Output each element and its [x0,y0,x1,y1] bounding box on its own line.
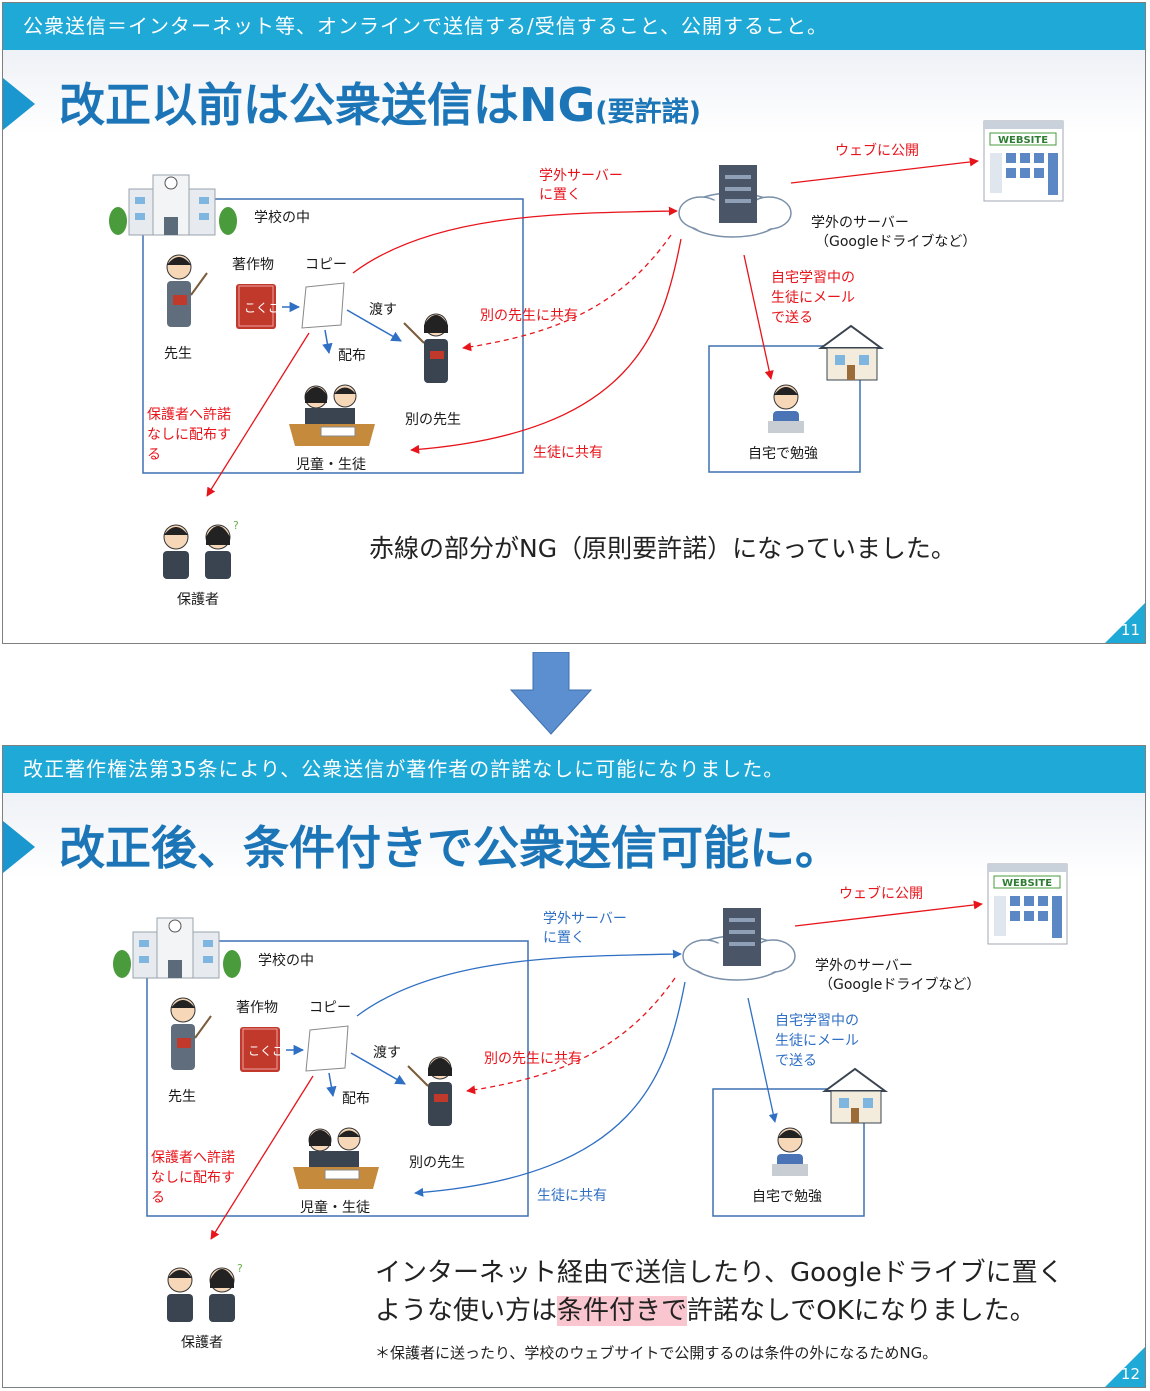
transmission-diagram: こくご ? [109,120,1064,608]
svg-text:?: ? [233,519,239,532]
parents-distribute-label-1: 保護者へ許諾 [151,1150,235,1166]
school-inside-label: 学校の中 [258,952,314,969]
slide-title: 改正後、条件付きで公衆送信可能に。 [59,821,841,875]
ng-note: 赤線の部分がNG（原則要許諾）になっていました。 [369,534,956,563]
home-frame [708,345,861,473]
slide-before-revision: 公衆送信＝インターネット等、オンラインで送信する/受信すること、公開すること。 … [2,2,1146,644]
server-place-label-1: 学外サーバー [543,911,627,927]
server-place-label-2: に置く [539,187,581,203]
title-chevron [3,821,35,873]
svg-text:こくご: こくご [248,1043,284,1058]
students-label: 児童・生徒 [296,456,366,473]
other-teacher-icon [407,1056,452,1126]
server-example-label: （Googleドライブなど） [815,233,976,250]
svg-text:こくご: こくご [244,300,280,315]
server-name-label: 学外のサーバー [815,958,913,974]
parents-label: 保護者 [177,592,219,608]
svg-text:?: ? [237,1262,243,1275]
teacher-label: 先生 [164,346,192,362]
parents-distribute-label-2: なしに配布す [147,427,231,443]
share-teacher-label: 別の先生に共有 [484,1051,582,1067]
title-band [3,50,1145,136]
ok-note: インターネット経由で送信したり、Googleドライブに置く ような使い方は条件付… [375,1254,1135,1330]
parents-icon: ? [163,519,239,579]
parents-label: 保護者 [181,1335,223,1351]
school-inside-label: 学校の中 [254,209,310,226]
definition-banner: 公衆送信＝インターネット等、オンラインで送信する/受信すること、公開すること。 [3,3,1145,50]
share-teacher-label: 別の先生に共有 [480,308,578,324]
mail-label-3: で送る [771,310,813,326]
cloud-server-icon [682,908,796,981]
distribute-label: 配布 [342,1091,370,1107]
students-icon [293,1127,379,1189]
cloud-server-icon [678,165,792,238]
title-chevron [3,78,35,130]
hand-label: 渡す [369,302,397,318]
slide-after-revision: 改正著作権法第35条により、公衆送信が著作者の許諾なしに可能になりました。 改正… [2,745,1146,1388]
distribute-label: 配布 [338,348,366,364]
title-band [3,793,1145,879]
mail-label-2: 生徒にメール [771,290,855,306]
down-arrow-icon [509,652,593,735]
parents-icon: ? [167,1262,243,1322]
mail-label-3: で送る [775,1053,817,1069]
hand-label: 渡す [373,1045,401,1061]
copy-paper-icon [301,282,345,329]
slide-title: 改正以前は公衆送信はNG(要許諾) [59,78,701,132]
home-study-label: 自宅で勉強 [752,1189,822,1205]
school-building-icon [109,174,237,236]
teacher-icon [166,254,208,327]
work-label: 著作物 [232,257,274,273]
server-name-label: 学外のサーバー [811,215,909,231]
revision-banner: 改正著作権法第35条により、公衆送信が著作者の許諾なしに可能になりました。 [3,746,1145,793]
work-label: 著作物 [236,1000,278,1016]
students-icon [289,384,375,446]
home-frame [712,1088,865,1217]
ok-note-line-1: インターネット経由で送信したり、Googleドライブに置く [375,1258,1064,1288]
svg-text:WEBSITE: WEBSITE [1002,878,1052,889]
copy-label: コピー [309,1000,351,1016]
website-icon: WEBSITE [987,863,1068,945]
transmission-diagram: こくご ? [113,863,1068,1351]
conditional-highlight: 条件付きで [557,1296,688,1326]
other-teacher-label: 別の先生 [405,412,461,428]
web-publish-label: ウェブに公開 [835,142,919,159]
other-teacher-icon [403,313,448,383]
other-teacher-label: 別の先生 [409,1155,465,1171]
home-study-label: 自宅で勉強 [748,446,818,462]
share-students-label: 生徒に共有 [537,1188,607,1204]
web-publish-label: ウェブに公開 [839,885,923,902]
parents-distribute-label-3: る [147,447,161,463]
mail-label-1: 自宅学習中の [775,1013,859,1029]
parents-distribute-label-3: る [151,1190,165,1206]
server-example-label: （Googleドライブなど） [819,976,980,993]
student-laptop-icon [772,1127,808,1176]
share-students-label: 生徒に共有 [533,445,603,461]
copy-paper-icon [305,1025,349,1072]
mail-label-1: 自宅学習中の [771,270,855,286]
server-place-label-2: に置く [543,930,585,946]
mail-label-2: 生徒にメール [775,1033,859,1049]
teacher-label: 先生 [168,1089,196,1105]
server-place-label-1: 学外サーバー [539,168,623,184]
house-icon [821,1067,889,1124]
book-icon: こくご [240,1027,284,1072]
book-icon: こくご [236,284,280,329]
copy-label: コピー [305,257,347,273]
student-laptop-icon [768,384,804,433]
ok-note-line-2: ような使い方は条件付きで許諾なしでOKになりました。 [375,1296,1036,1326]
school-building-icon [113,917,241,979]
footnote: ＊保護者に送ったり、学校のウェブサイトで公開するのは条件の外になるためNG。 [375,1344,938,1362]
teacher-icon [170,997,212,1070]
svg-text:WEBSITE: WEBSITE [998,135,1048,146]
parents-distribute-label-1: 保護者へ許諾 [147,407,231,423]
students-label: 児童・生徒 [300,1199,370,1216]
website-icon: WEBSITE [983,120,1064,202]
house-icon [817,324,885,381]
parents-distribute-label-2: なしに配布す [151,1170,235,1186]
